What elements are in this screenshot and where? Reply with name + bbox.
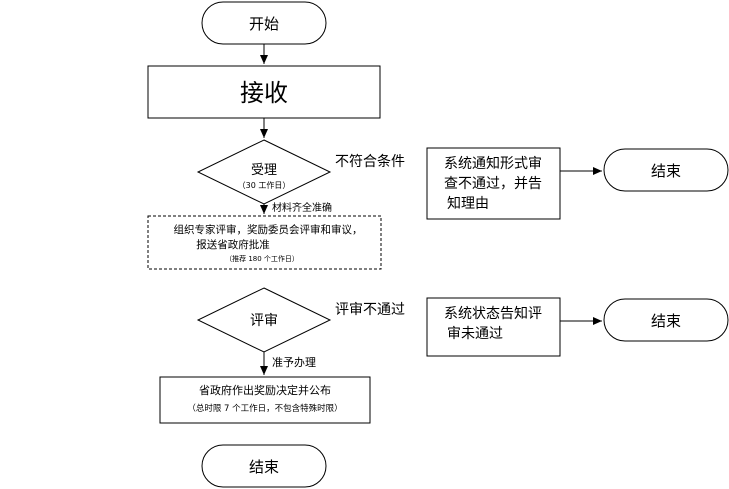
review-fail-label: 评审不通过 [335, 302, 405, 318]
notify-form-box [426, 147, 561, 220]
end-terminal-3 [201, 444, 327, 488]
start-label: 开始 [249, 15, 279, 33]
end-label-1: 结束 [651, 162, 681, 180]
expert-review-box [147, 215, 382, 270]
expert-subtitle: （推荐 180 个工作日） [225, 254, 299, 263]
expert-line1: 组织专家评审，奖励委员会评审和审议， [174, 223, 363, 236]
notify-form-line1: 系统通知形式审 [444, 155, 542, 172]
approve-label: 准予办理 [272, 356, 316, 369]
notify-review-box [426, 297, 561, 357]
receive-box [147, 65, 381, 119]
accept-subtitle: （30 工作日） [238, 180, 291, 190]
accept-title: 受理 [251, 163, 277, 178]
review-label: 评审 [250, 313, 278, 329]
materials-ok-label: 材料齐全准确 [272, 201, 332, 214]
notify-review-line1: 系统状态告知评 [444, 305, 542, 322]
end-label-3: 结束 [249, 458, 279, 476]
decision-box [159, 376, 371, 424]
decision-line2: （总时限 7 个工作日，不包含特殊时限） [187, 403, 342, 414]
end-label-2: 结束 [651, 312, 681, 330]
notify-review-line2: 审未通过 [447, 326, 503, 342]
receive-label: 接收 [240, 79, 288, 107]
end-terminal-2 [603, 298, 729, 342]
notify-form-line2: 查不通过，并告 [444, 176, 542, 192]
expert-line2: 报送省政府批准 [196, 238, 270, 251]
end-terminal-1 [603, 148, 729, 192]
notify-form-line3: 知理由 [447, 195, 489, 212]
decision-line1: 省政府作出奖励决定并公布 [199, 383, 331, 397]
reject-label: 不符合条件 [335, 153, 405, 170]
